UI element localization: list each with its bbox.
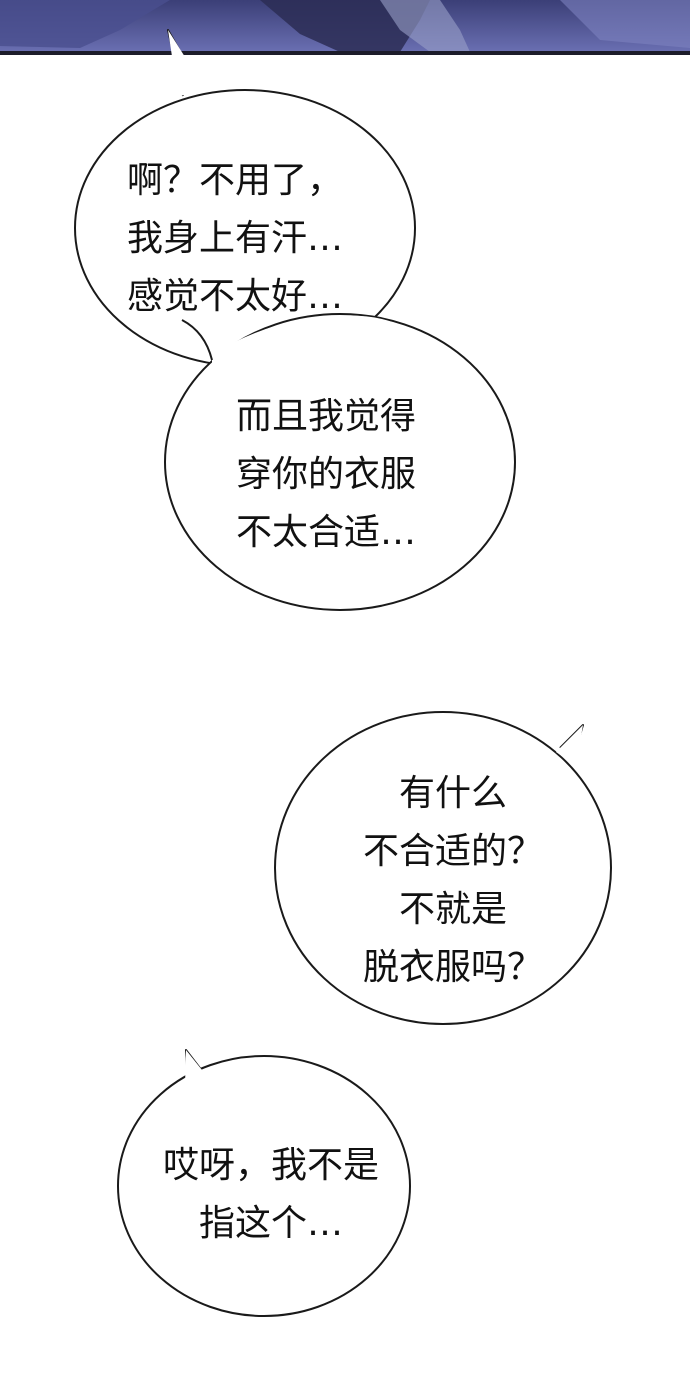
bubble-1-line-1: 啊？不用了，	[127, 160, 344, 201]
bubble-2-line-3: 不太合适…	[236, 512, 417, 553]
speech-bubble-4-text: 哎呀，我不是 指这个…	[0, 1137, 542, 1253]
bubble-4-line-1: 哎呀，我不是	[162, 1145, 379, 1186]
panel-artwork	[0, 0, 690, 55]
speech-bubble-3	[274, 711, 612, 1025]
bubble-3-line-4: 脱衣服吗？	[362, 947, 543, 988]
speech-bubble-1	[74, 29, 416, 367]
comic-panel-top	[0, 0, 690, 56]
bubble-3-line-3: 不就是	[398, 889, 507, 930]
speech-bubble-2-text: 而且我觉得 穿你的衣服 不太合适…	[236, 388, 416, 562]
bubble-2-line-1: 而且我觉得	[236, 396, 417, 437]
speech-bubble-2	[164, 313, 516, 611]
bubble-1-line-2: 我身上有汗…	[127, 218, 344, 259]
speech-bubble-1-text: 啊？不用了， 我身上有汗… 感觉不太好…	[127, 152, 343, 326]
bubble-3-line-2: 不合适的？	[362, 831, 543, 872]
bubble-1-line-3: 感觉不太好…	[127, 276, 344, 317]
bubble-3-line-1: 有什么	[398, 773, 507, 814]
bubble-merge	[181, 315, 392, 370]
bubble-4-line-2: 指这个…	[198, 1203, 343, 1244]
speech-bubble-3-text: 有什么 不合适的？ 不就是 脱衣服吗？	[353, 765, 553, 997]
bubble-2-line-2: 穿你的衣服	[236, 454, 417, 495]
speech-bubble-4	[117, 1049, 411, 1317]
